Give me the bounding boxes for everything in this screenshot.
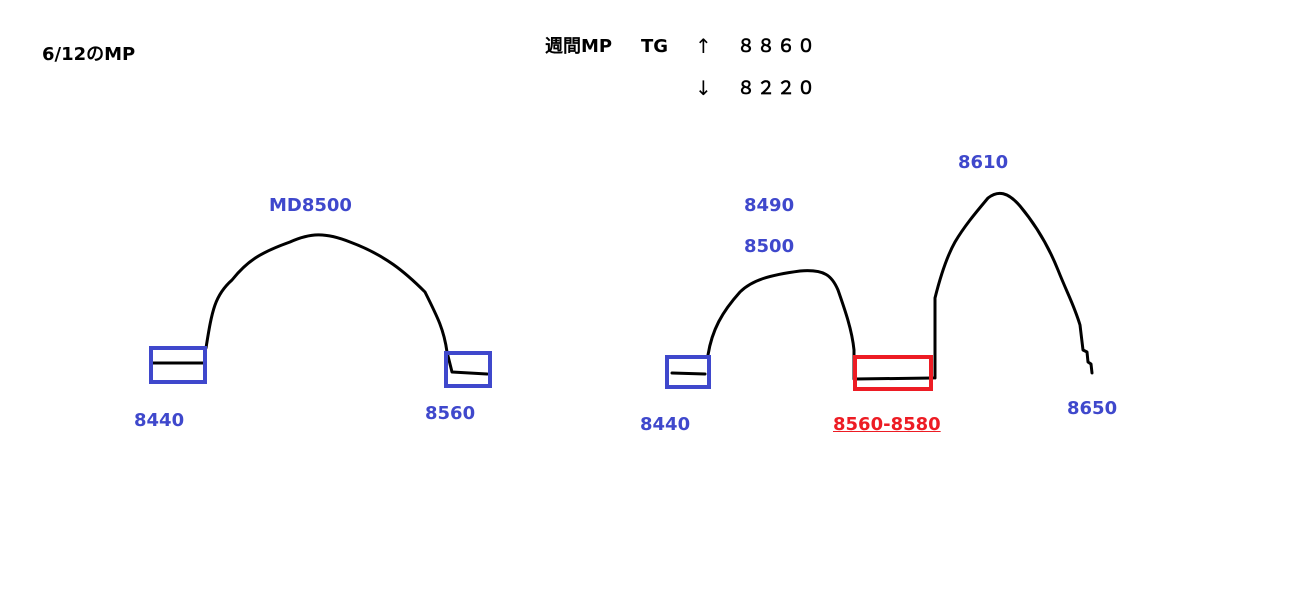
down-arrow-icon: ↓ [695,76,712,100]
right-start-line [670,371,707,376]
label-8490: 8490 [744,195,795,216]
right-curve-first [706,269,856,381]
right-curve-second [933,191,1094,380]
left-right-label: 8560 [425,403,476,424]
page-title: 6/12のMP [42,44,136,65]
weekly-low-value: ８２２０ [737,78,817,99]
weekly-high-value: ８８６０ [737,36,817,57]
tg-label: TG [641,36,669,57]
end-label: 8650 [1067,398,1118,419]
right-low-label: 8440 [640,414,691,435]
right-low-box [665,355,711,389]
left-curve [204,233,489,376]
right-peak-label: 8610 [958,152,1009,173]
right-bottom-line [853,376,935,381]
support-zone-box [853,355,933,391]
left-low-box [149,346,207,384]
weekly-mp-label: 週間MP [545,36,613,57]
left-right-box [444,351,492,388]
label-8500: 8500 [744,236,795,257]
left-low-label: 8440 [134,410,185,431]
left-peak-label: MD8500 [269,195,352,216]
support-zone-label: 8560-8580 [833,414,941,435]
up-arrow-icon: ↑ [695,34,712,58]
